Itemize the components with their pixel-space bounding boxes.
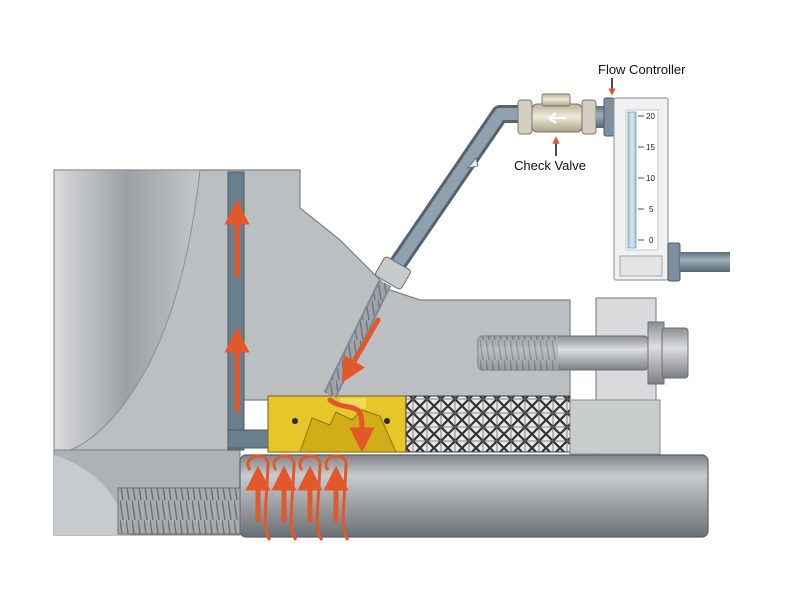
flow-meter-tick-10: 10 [646, 174, 655, 183]
pump-shaft [117, 454, 709, 538]
flow-meter-tick-15: 15 [646, 143, 655, 152]
flow-arrow-pipe [341, 317, 381, 383]
flow-swirl-1 [246, 454, 272, 541]
flow-swirl-3 [298, 454, 324, 541]
flow-meter-tick-20: 20 [646, 112, 655, 121]
gland-bolt [477, 321, 689, 385]
pipe-direction-arrow [467, 157, 479, 169]
pipe-fitting-nut [375, 256, 411, 290]
check-valve [517, 93, 597, 135]
flow-swirl-4 [324, 454, 350, 541]
gland-bolt-hole-left [292, 418, 298, 424]
flow-meter-tick-5: 5 [649, 205, 654, 214]
flow-arrow-gland [327, 397, 375, 453]
flow-controller-outlet-pipe [680, 252, 730, 272]
flow-swirl-2 [272, 454, 298, 541]
flow-meter-scale: 20 15 10 5 0 [638, 112, 655, 245]
flow-swirls [246, 454, 350, 541]
check-valve-flow-arrow-icon [547, 112, 566, 124]
flow-controller-label: Flow Controller [598, 62, 686, 77]
flush-pipe [323, 105, 520, 399]
bearing-bracket [569, 297, 661, 455]
seal-packing-mesh [405, 395, 571, 453]
check-valve-label: Check Valve [514, 158, 587, 173]
flow-meter-tick-0: 0 [649, 236, 654, 245]
flow-controller: 20 15 10 5 0 [613, 97, 730, 282]
flow-arrows [224, 199, 381, 523]
flow-meter-tube [627, 111, 637, 249]
gland-bolt-hole-right [384, 418, 390, 424]
